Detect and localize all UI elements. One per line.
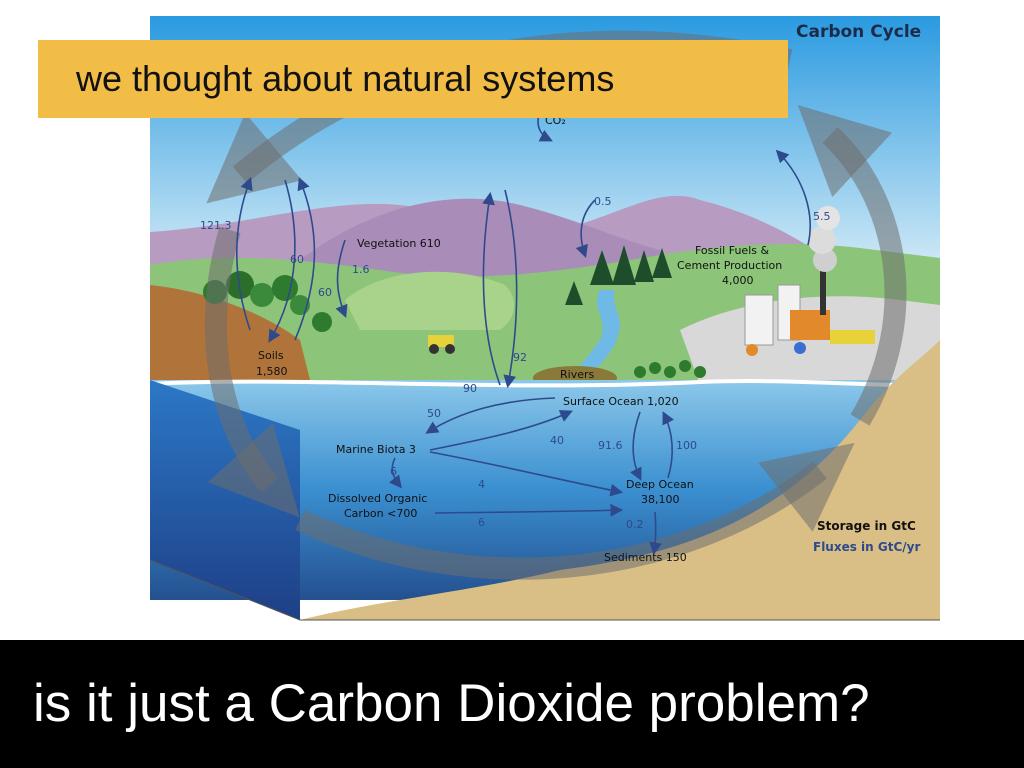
bottom-caption: is it just a Carbon Dioxide problem?	[33, 674, 870, 733]
diagram-title: Carbon Cycle	[796, 22, 921, 42]
soils-label: Soils	[258, 349, 284, 362]
doc-label-line2: Carbon <700	[344, 507, 417, 520]
flux-91-6: 91.6	[598, 439, 623, 452]
deep-ocean-label: Deep Ocean	[626, 478, 694, 491]
rivers-label: Rivers	[560, 368, 594, 381]
caption-bar: is it just a Carbon Dioxide problem?	[0, 640, 1024, 768]
flux-0-5: 0.5	[594, 195, 612, 208]
doc-label-line1: Dissolved Organic	[328, 492, 427, 505]
fossil-fuels-line1: Fossil Fuels &	[695, 244, 769, 257]
river	[570, 290, 620, 380]
sediments-label: Sediments 150	[604, 551, 687, 564]
flux-0-2: 0.2	[626, 518, 644, 531]
box-floor-edge	[149, 559, 940, 621]
marine-biota-label: Marine Biota 3	[336, 443, 416, 456]
conifer-trees	[565, 245, 672, 305]
flux-60-a: 60	[290, 253, 304, 266]
flux-50: 50	[427, 407, 441, 420]
vegetation-label: Vegetation 610	[357, 237, 441, 250]
flux-90: 90	[463, 382, 477, 395]
soils-value: 1,580	[256, 365, 288, 378]
callout-text: we thought about natural systems	[76, 58, 615, 99]
carbon-cycle-diagram: Carbon Cycle CO₂ Vegetation 610 Soils 1,…	[149, 16, 941, 621]
flux-121-3: 121.3	[200, 219, 232, 232]
fossil-fuels-line2: Cement Production	[677, 259, 782, 272]
tractor	[428, 335, 455, 354]
farm-hill	[345, 271, 515, 330]
flux-60-b: 60	[318, 286, 332, 299]
legend-storage: Storage in GtC	[817, 519, 916, 533]
flux-6-a: 6	[390, 465, 397, 478]
flux-92: 92	[513, 351, 527, 364]
surface-ocean-label: Surface Ocean 1,020	[563, 395, 679, 408]
legend-fluxes: Fluxes in GtC/yr	[813, 540, 920, 554]
flux-40: 40	[550, 434, 564, 447]
fossil-fuels-value: 4,000	[722, 274, 754, 287]
flux-100: 100	[676, 439, 697, 452]
deep-ocean-value: 38,100	[641, 493, 680, 506]
city	[744, 206, 875, 356]
flux-6-b: 6	[478, 516, 485, 529]
sea-floor	[300, 340, 940, 620]
flux-4: 4	[478, 478, 485, 491]
callout-box: we thought about natural systems	[38, 40, 788, 118]
ocean-surface-line	[149, 379, 941, 388]
coastal-bushes	[634, 360, 706, 378]
flux-5-5: 5.5	[813, 210, 831, 223]
flux-1-6: 1.6	[352, 263, 370, 276]
flux-arrows	[236, 111, 811, 556]
soil-bank	[150, 285, 310, 380]
